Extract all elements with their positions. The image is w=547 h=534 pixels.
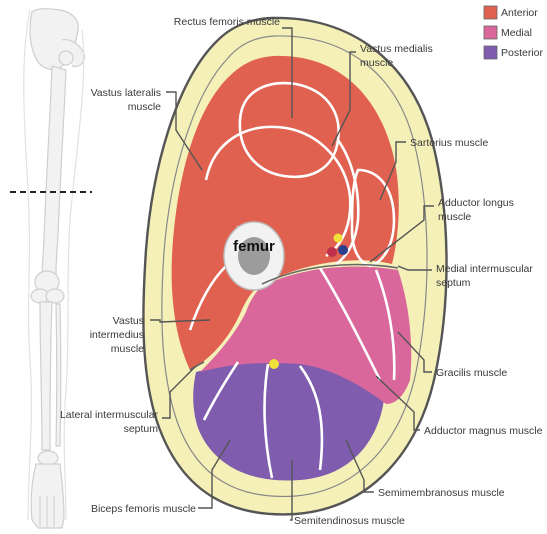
sciatic-nerve — [269, 359, 279, 369]
label-vastus-medialis-1: Vastus medialis — [360, 43, 433, 55]
label-lateral-septum-1: Lateral intermuscular — [60, 409, 159, 421]
label-vastus-intermedius-1: Vastus — [113, 315, 144, 327]
label-adductor-longus-2: muscle — [438, 211, 471, 223]
vein — [338, 245, 348, 255]
legend-label-medial: Medial — [501, 27, 532, 39]
label-vastus-intermedius-2: intermedius — [90, 329, 144, 341]
legend: Anterior Medial Posterior — [484, 6, 544, 59]
label-medial-septum-2: septum — [436, 277, 471, 289]
leg-skeleton-illustration — [24, 9, 85, 528]
label-rectus-femoris: Rectus femoris muscle — [174, 16, 280, 28]
legend-swatch-anterior — [484, 6, 497, 19]
legend-label-anterior: Anterior — [501, 7, 538, 19]
femur-label: femur — [233, 238, 275, 255]
nerve-medial — [334, 234, 343, 243]
label-medial-septum-1: Medial intermuscular — [436, 263, 533, 275]
label-sartorius: Sartorius muscle — [410, 137, 488, 149]
label-vastus-lateralis-1: Vastus lateralis — [91, 87, 161, 99]
legend-swatch-medial — [484, 26, 497, 39]
label-lateral-septum-2: septum — [124, 423, 159, 435]
label-adductor-magnus: Adductor magnus muscle — [424, 425, 543, 437]
label-vastus-medialis-2: muscle — [360, 57, 393, 69]
label-semimembranosus: Semimembranosus muscle — [378, 487, 505, 499]
label-gracilis: Gracilis muscle — [436, 367, 507, 379]
artery — [327, 247, 337, 257]
label-biceps-femoris: Biceps femoris muscle — [91, 503, 196, 515]
label-semitendinosus: Semitendinosus muscle — [294, 515, 405, 527]
label-vastus-intermedius-3: muscle — [111, 343, 144, 355]
legend-swatch-posterior — [484, 46, 497, 59]
legend-label-posterior: Posterior — [501, 47, 544, 59]
label-vastus-lateralis-2: muscle — [128, 101, 161, 113]
label-adductor-longus-1: Adductor longus — [438, 197, 514, 209]
femur-bone — [224, 222, 284, 290]
